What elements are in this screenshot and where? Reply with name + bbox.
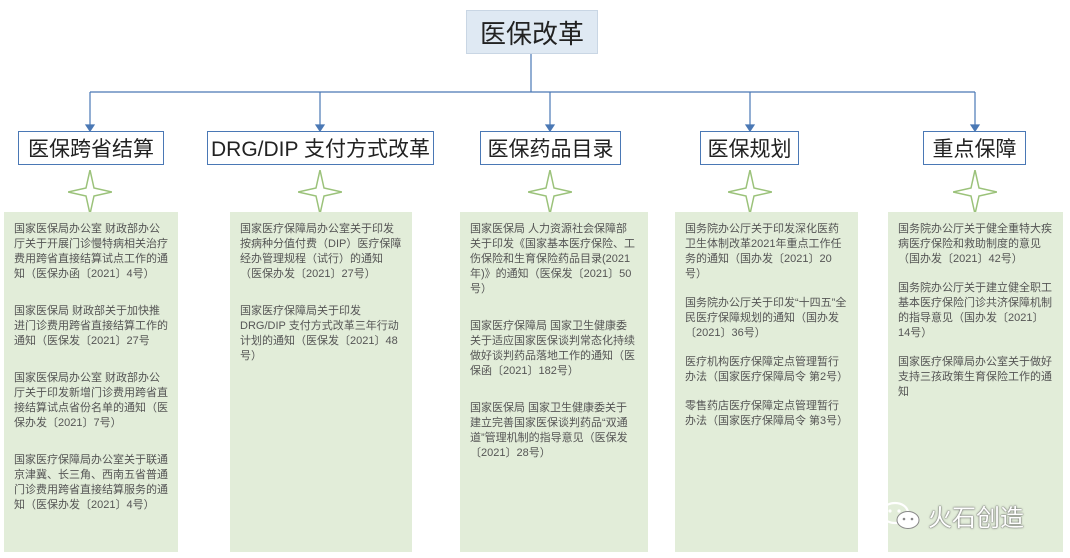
- branch-title: DRG/DIP 支付方式改革: [211, 138, 430, 161]
- branch-title: 医保跨省结算: [28, 138, 154, 161]
- star-icon: [953, 170, 997, 214]
- watermark: 火石创造: [880, 498, 1024, 533]
- policy-item: 国家医保局 人力资源社会保障部关于印发《国家基本医疗保险、工伤保险和生育保险药品…: [470, 223, 635, 295]
- policy-list-cross-province: 国家医保局办公室 财政部办公厅关于开展门诊慢特病相关治疗费用跨省直接结算试点工作…: [4, 212, 178, 552]
- branch-header-drug-catalog: 医保药品目录: [480, 131, 621, 165]
- policy-item: 国家医疗保障局关于印发DRG/DIP 支付方式改革三年行动计划的通知（医保发〔2…: [240, 305, 399, 362]
- branch-title: 重点保障: [932, 138, 1017, 161]
- policy-item: 国务院办公厅关于印发“十四五”全民医疗保障规划的通知（国办发〔2021〕36号）: [685, 297, 847, 339]
- policy-item: 国家医保局办公室 财政部办公厅关于开展门诊慢特病相关治疗费用跨省直接结算试点工作…: [14, 223, 168, 280]
- branch-title: 医保规划: [707, 138, 792, 161]
- policy-list-planning: 国务院办公厅关于印发深化医药卫生体制改革2021年重点工作任务的通知（国办发〔2…: [675, 212, 858, 552]
- policy-list-key-protection: 国务院办公厅关于健全重特大疾病医疗保险和救助制度的意见（国办发〔2021〕42号…: [888, 212, 1063, 552]
- policy-item: 国务院办公厅关于建立健全职工基本医疗保险门诊共济保障机制的指导意见（国办发〔20…: [898, 282, 1052, 339]
- policy-list-drug-catalog: 国家医保局 人力资源社会保障部关于印发《国家基本医疗保险、工伤保险和生育保险药品…: [460, 212, 648, 552]
- policy-item: 国家医疗保障局办公室关于做好支持三孩政策生育保险工作的通知: [898, 356, 1052, 398]
- star-icon: [298, 170, 342, 214]
- branch-header-planning: 医保规划: [700, 131, 799, 165]
- policy-item: 国务院办公厅关于健全重特大疾病医疗保险和救助制度的意见（国办发〔2021〕42号…: [898, 223, 1052, 265]
- policy-item: 国家医疗保障局 国家卫生健康委关于适应国家医保谈判常态化持续做好谈判药品落地工作…: [470, 320, 635, 377]
- wechat-icon: [880, 501, 920, 529]
- policy-item: 国务院办公厅关于印发深化医药卫生体制改革2021年重点工作任务的通知（国办发〔2…: [685, 223, 842, 280]
- policy-item: 国家医保局 财政部关于加快推进门诊费用跨省直接结算工作的通知（医保发〔2021〕…: [14, 305, 168, 347]
- policy-item: 医疗机构医疗保障定点管理暂行办法（国家医疗保障局令 第2号）: [685, 356, 849, 383]
- branch-header-cross-province: 医保跨省结算: [18, 131, 164, 165]
- root-node: 医保改革: [466, 10, 598, 54]
- policy-item: 国家医疗保障局办公室关于印发按病种分值付费（DIP）医疗保障经办管理规程（试行）…: [240, 223, 402, 280]
- star-icon: [728, 170, 772, 214]
- policy-item: 零售药店医疗保障定点管理暂行办法（国家医疗保障局令 第3号）: [685, 400, 849, 427]
- policy-item: 国家医保局 国家卫生健康委关于建立完善国家医保谈判药品“双通道”管理机制的指导意…: [470, 402, 628, 459]
- branch-header-drg-dip: DRG/DIP 支付方式改革: [207, 131, 434, 165]
- policy-item: 国家医疗保障局办公室关于联通京津冀、长三角、西南五省普通门诊费用跨省直接结算服务…: [14, 454, 168, 511]
- star-icon: [68, 170, 112, 214]
- root-title: 医保改革: [479, 18, 584, 49]
- branch-title: 医保药品目录: [487, 138, 614, 161]
- branch-header-key-protection: 重点保障: [923, 131, 1026, 165]
- watermark-text: 火石创造: [928, 505, 1024, 532]
- policy-item: 国家医保局办公室 财政部办公厅关于印发新增门诊费用跨省直接结算试点省份名单的通知…: [14, 372, 168, 429]
- star-icon: [528, 170, 572, 214]
- policy-list-drg-dip: 国家医疗保障局办公室关于印发按病种分值付费（DIP）医疗保障经办管理规程（试行）…: [230, 212, 412, 552]
